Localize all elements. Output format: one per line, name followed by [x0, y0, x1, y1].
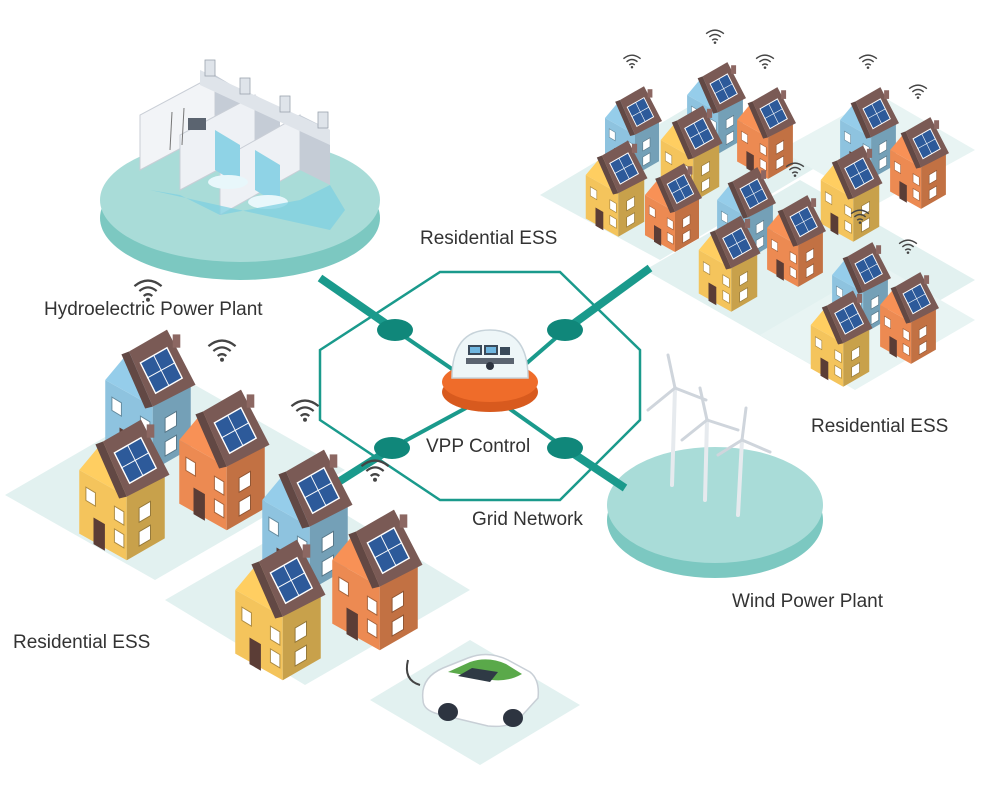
- wind-plant: [607, 353, 823, 578]
- wifi-icon: [755, 54, 775, 70]
- label-hydro-plant: Hydroelectric Power Plant: [44, 299, 263, 320]
- house: [767, 162, 826, 287]
- house: [179, 339, 270, 531]
- network-ring: [318, 270, 642, 502]
- house: [585, 140, 648, 237]
- vpp-hub: [442, 329, 538, 412]
- wifi-icon: [858, 54, 878, 70]
- label-wind-plant: Wind Power Plant: [732, 591, 884, 612]
- label-residential-left: Residential ESS: [13, 632, 151, 653]
- house: [880, 239, 939, 364]
- control-room-icon: [466, 345, 514, 370]
- electric-car-icon: [405, 653, 540, 728]
- house: [820, 145, 883, 242]
- wifi-icon: [360, 459, 390, 483]
- house: [79, 419, 170, 561]
- house: [737, 54, 796, 179]
- wifi-icon: [622, 54, 642, 70]
- house: [235, 539, 326, 681]
- label-residential-top: Residential ESS: [420, 228, 558, 249]
- house: [645, 163, 702, 252]
- wifi-icon: [207, 339, 237, 363]
- label-vpp-control: VPP Control: [426, 436, 531, 457]
- network-node: [374, 437, 410, 459]
- link-res-top: [562, 264, 653, 334]
- wifi-icon: [290, 399, 320, 423]
- house: [810, 290, 873, 387]
- network-node: [377, 319, 413, 341]
- wifi-icon: [705, 29, 725, 45]
- network-node: [547, 437, 583, 459]
- network-node: [547, 319, 583, 341]
- label-residential-right: Residential ESS: [811, 416, 949, 437]
- dam-icon: [139, 59, 345, 230]
- wifi-icon: [908, 84, 928, 100]
- hydro-plant: [100, 59, 380, 280]
- houses: [79, 29, 949, 681]
- house: [890, 84, 949, 209]
- label-grid-network: Grid Network: [472, 509, 583, 530]
- wind-turbine-icon: [646, 353, 772, 517]
- link-hydro: [317, 274, 398, 334]
- house: [698, 215, 761, 312]
- house: [332, 459, 423, 651]
